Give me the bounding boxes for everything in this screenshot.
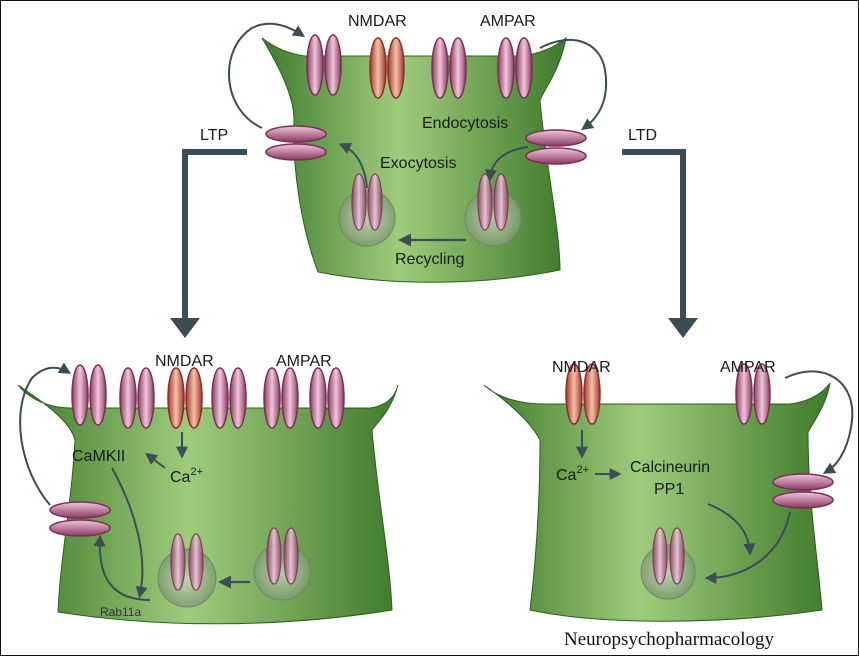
calcineurin-label: Calcineurin [630,459,710,476]
ltp-nmdar-label: NMDAR [155,353,214,370]
ltp-spine-panel: NMDAR AMPAR CaMKII Ca2+ Rab11a [18,353,398,624]
ltd-ampar-label: AMPAR [720,359,776,376]
rab11a-label: Rab11a [100,605,141,619]
top-endocytosis-label: Endocytosis [422,115,508,132]
ltd-branch-arrow [622,152,683,318]
ltd-spine-panel: NMDAR AMPAR Ca2+ Calcineurin PP1 [484,359,852,621]
top-nmdar-label: NMDAR [348,13,407,30]
ltp-branch-arrow [185,152,247,318]
ltp-label: LTP [200,127,228,144]
pp1-label: PP1 [654,481,684,498]
ltp-left-insertion-arrow [20,368,68,505]
camkii-label: CaMKII [72,448,125,465]
ltd-nmdar-label: NMDAR [552,359,611,376]
ltd-branch-arrowhead [668,318,698,338]
top-ampar-label: AMPAR [480,13,536,30]
top-spine-panel: NMDAR AMPAR Endocytosis Exocytosis Recyc… [229,13,606,282]
ltp-ampar-label: AMPAR [276,353,332,370]
journal-credit: Neuropsychopharmacology [564,629,774,650]
ltd-label: LTD [628,127,657,144]
top-recycling-label: Recycling [395,251,464,268]
ltp-branch-arrowhead [170,318,200,338]
top-exocytosis-label: Exocytosis [380,155,456,172]
